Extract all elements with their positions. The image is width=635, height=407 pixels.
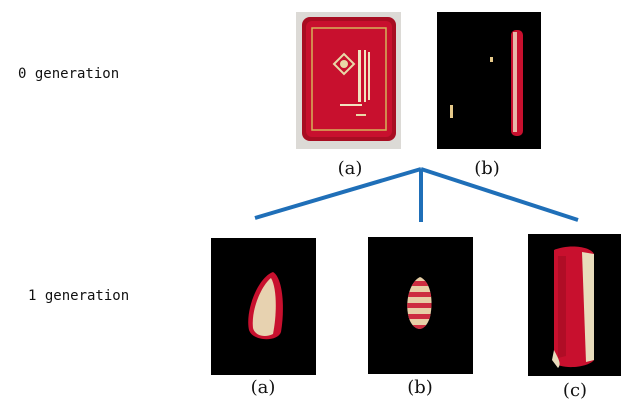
gen0-caption-b: (b) (474, 158, 500, 179)
connector-line-left (254, 167, 422, 220)
generation-1-label: 1 generation (28, 288, 130, 304)
gen0-caption-a: (a) (337, 158, 363, 179)
connector-line-right (420, 167, 579, 222)
gen1-caption-b: (b) (407, 377, 433, 398)
gen1-mask-c-image (528, 234, 621, 376)
gen1-caption-a: (a) (250, 377, 276, 398)
gen1-caption-c: (c) (562, 380, 588, 401)
generation-0-label: 0 generation (18, 66, 120, 82)
gen1-mask-a-image (211, 238, 316, 375)
original-photo-image (296, 12, 401, 149)
gen1-mask-b-image (368, 237, 473, 374)
gen0-mask-image (437, 12, 541, 149)
